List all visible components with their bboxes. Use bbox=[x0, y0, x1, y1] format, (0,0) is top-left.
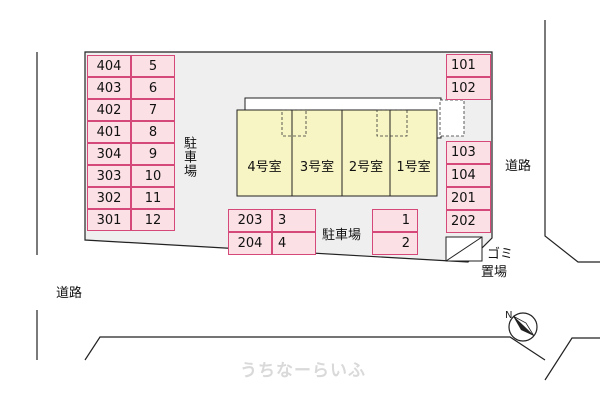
svg-text:N: N bbox=[505, 310, 512, 321]
watermark: うちなーらいふ bbox=[240, 361, 366, 381]
parking-stall-9: 9 bbox=[131, 143, 175, 165]
parking-stall-201: 201 bbox=[446, 187, 491, 210]
road-edge-right bbox=[544, 20, 600, 263]
parking-stall-1: 1 bbox=[372, 209, 418, 232]
parking-stall-7: 7 bbox=[131, 99, 175, 121]
room-1: 1号室 bbox=[396, 159, 431, 175]
room-3: 3号室 bbox=[299, 159, 335, 175]
parking-stall-403: 403 bbox=[87, 77, 131, 99]
parking-stall-3: 3 bbox=[272, 209, 316, 232]
north-arrow-icon: N bbox=[505, 310, 538, 342]
parking-stall-6: 6 bbox=[131, 77, 175, 99]
parking-stall-303: 303 bbox=[87, 165, 131, 187]
parking-stall-101: 101 bbox=[446, 54, 491, 77]
parking-stall-103: 103 bbox=[446, 141, 491, 164]
road-edge-bottom bbox=[84, 336, 546, 361]
parking-stall-10: 10 bbox=[131, 165, 175, 187]
parking-stall-204: 204 bbox=[228, 232, 272, 255]
parking-stall-11: 11 bbox=[131, 187, 175, 209]
parking-stall-302: 302 bbox=[87, 187, 131, 209]
parking-stall-202: 202 bbox=[446, 210, 491, 233]
garbage-label-line1: ゴミ bbox=[487, 247, 514, 262]
building bbox=[236, 109, 438, 197]
parking-stall-404: 404 bbox=[87, 55, 131, 77]
parking-stall-203: 203 bbox=[228, 209, 272, 232]
room-2: 2号室 bbox=[348, 159, 384, 175]
road-label-left: 道路 bbox=[56, 286, 83, 301]
parking-stall-4: 4 bbox=[272, 232, 316, 255]
parking-stall-402: 402 bbox=[87, 99, 131, 121]
parking-stall-12: 12 bbox=[131, 209, 175, 231]
garbage-label-line2: 置場 bbox=[481, 265, 508, 280]
parking-label-left: 駐車場 bbox=[181, 136, 196, 178]
parking-stall-301: 301 bbox=[87, 209, 131, 231]
parking-stall-401: 401 bbox=[87, 121, 131, 143]
parking-label-center: 駐車場 bbox=[322, 228, 362, 243]
road-label-right: 道路 bbox=[505, 159, 532, 174]
parking-stall-102: 102 bbox=[446, 77, 491, 100]
parking-stall-2: 2 bbox=[372, 232, 418, 255]
room-4: 4号室 bbox=[247, 159, 282, 175]
parking-stall-5: 5 bbox=[131, 55, 175, 77]
parking-stall-104: 104 bbox=[446, 164, 491, 187]
parking-stall-304: 304 bbox=[87, 143, 131, 165]
parking-stall-8: 8 bbox=[131, 121, 175, 143]
